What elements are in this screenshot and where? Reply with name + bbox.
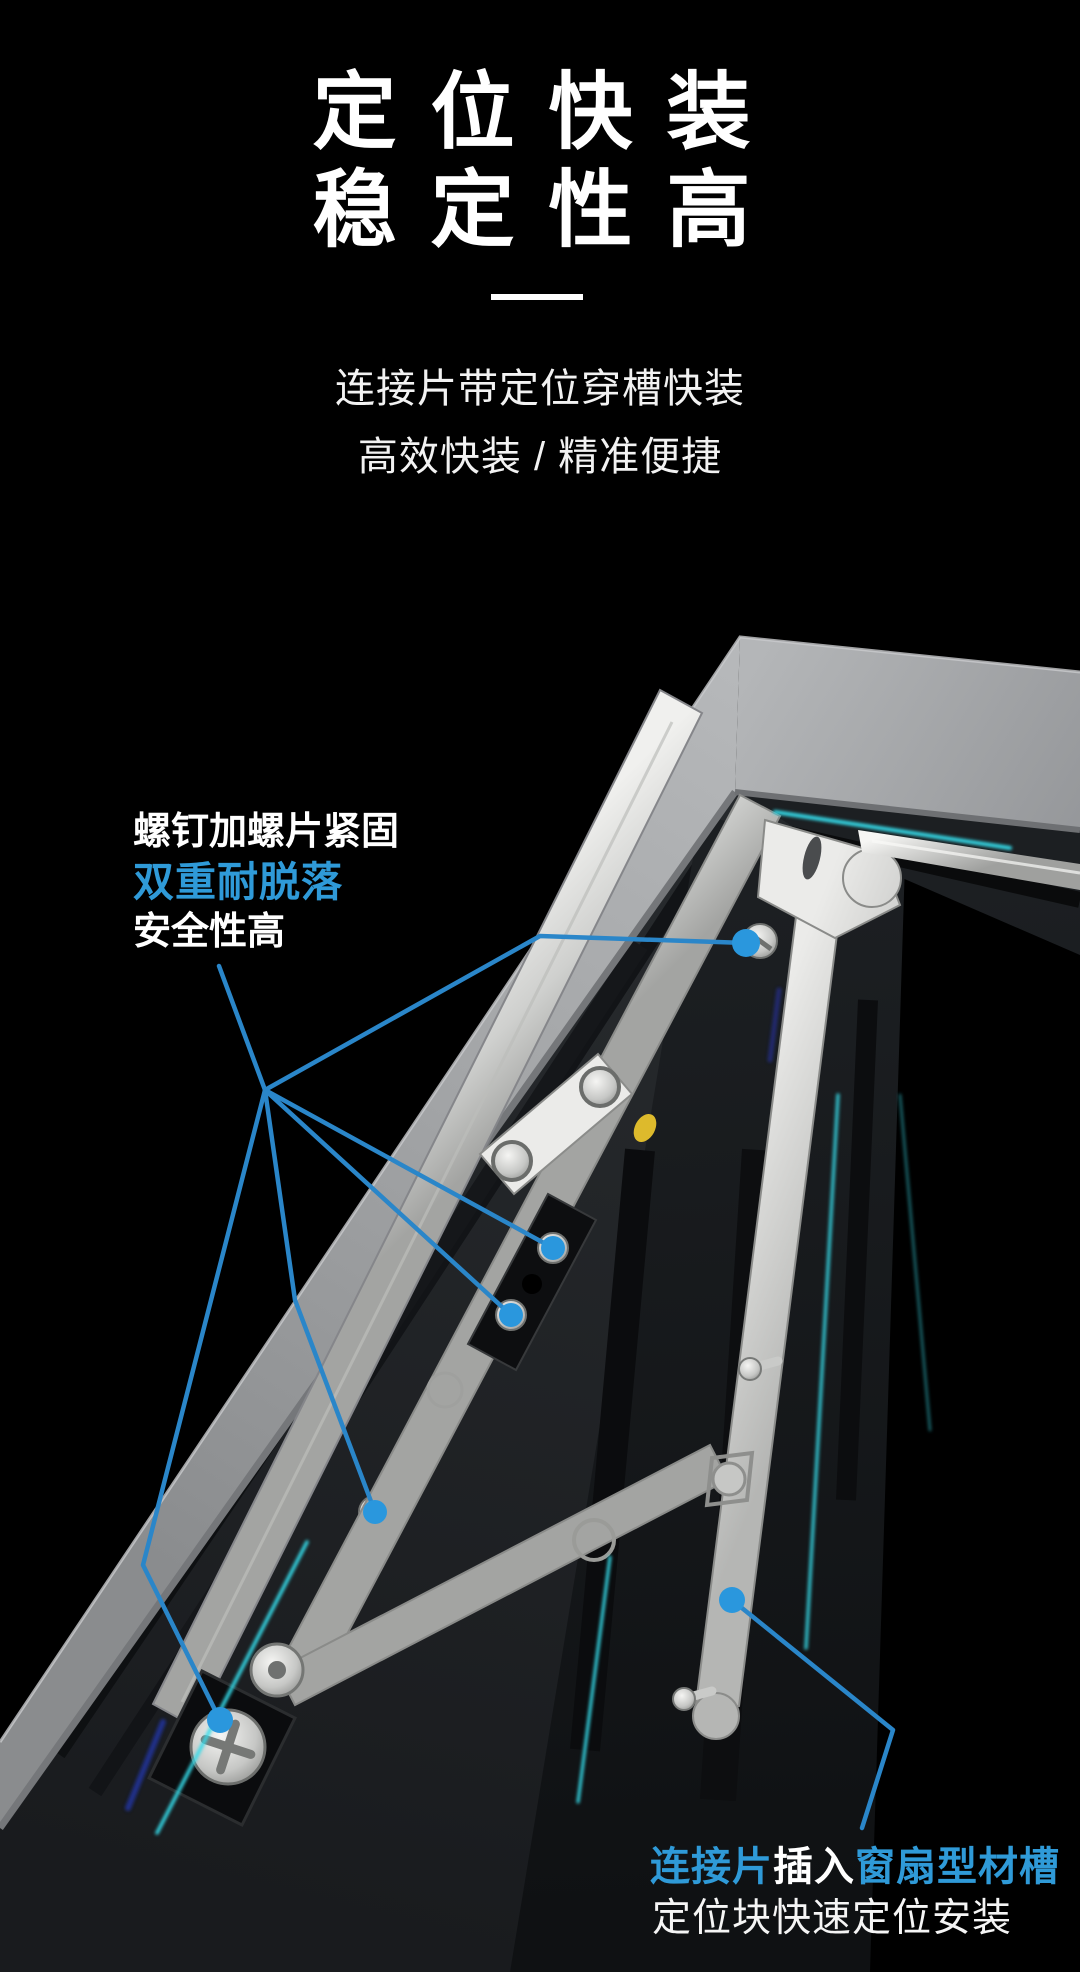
callout-block-screw-1	[262, 1087, 556, 1251]
locating-screw	[672, 1686, 717, 1711]
title-line-1: 定位快装	[312, 65, 785, 159]
lower-support-arm	[249, 1443, 730, 1707]
left-annotation-line-3: 安全性高	[133, 911, 286, 953]
callout-dot	[719, 1587, 745, 1613]
subtitle-line-2: 高效快装 / 精准便捷	[357, 435, 723, 479]
locating-screw	[738, 1356, 783, 1381]
frame-right-leg	[735, 637, 1080, 830]
callout-leader	[216, 963, 268, 1093]
glow-edges	[155, 810, 1012, 1835]
bottom-annotation-blue-1: 连接片	[650, 1845, 773, 1889]
pivot-screw	[579, 1066, 621, 1108]
title-line-2: 稳定性高	[312, 163, 785, 257]
bottom-annotation-blue-2: 窗扇型材槽	[855, 1845, 1060, 1889]
title-divider	[491, 294, 583, 300]
callout-block-screw-2	[262, 1087, 514, 1318]
track-end-plate	[146, 1668, 298, 1828]
left-annotation-line-2: 双重耐脱落	[133, 859, 343, 905]
navy-glints	[125, 987, 782, 1811]
pivot-screw	[491, 1140, 533, 1182]
callout-dots	[207, 929, 760, 1733]
bottom-annotation-line-2: 定位块快速定位安装	[652, 1897, 1013, 1940]
subtitle-line-1: 连接片带定位穿槽快装	[335, 367, 745, 411]
callout-dot	[363, 1500, 387, 1524]
left-annotation-line-1: 螺钉加螺片紧固	[133, 811, 400, 853]
callout-lines	[140, 933, 896, 1831]
callout-dot	[499, 1303, 523, 1327]
arm-logo-stamp	[426, 1371, 464, 1409]
middle-link-arm	[478, 1052, 634, 1196]
top-corner-bracket	[742, 818, 1080, 959]
callout-phillips-screw	[140, 1087, 268, 1723]
top-rod	[858, 830, 1080, 890]
callout-dot	[207, 1707, 233, 1733]
callout-track-screw	[262, 1087, 378, 1515]
bottom-annotation-line-1: 连接片插入窗扇型材槽	[650, 1847, 1060, 1887]
callout-top-screw	[262, 933, 749, 1093]
callout-dot	[541, 1236, 565, 1260]
yellow-slider-pad	[633, 1113, 657, 1143]
callout-connecting-plate	[729, 1597, 896, 1831]
callout-dot	[732, 929, 760, 957]
plate-square-slot	[704, 1450, 755, 1508]
bottom-annotation-white: 插入	[773, 1845, 855, 1889]
arm-hole	[572, 1518, 616, 1562]
